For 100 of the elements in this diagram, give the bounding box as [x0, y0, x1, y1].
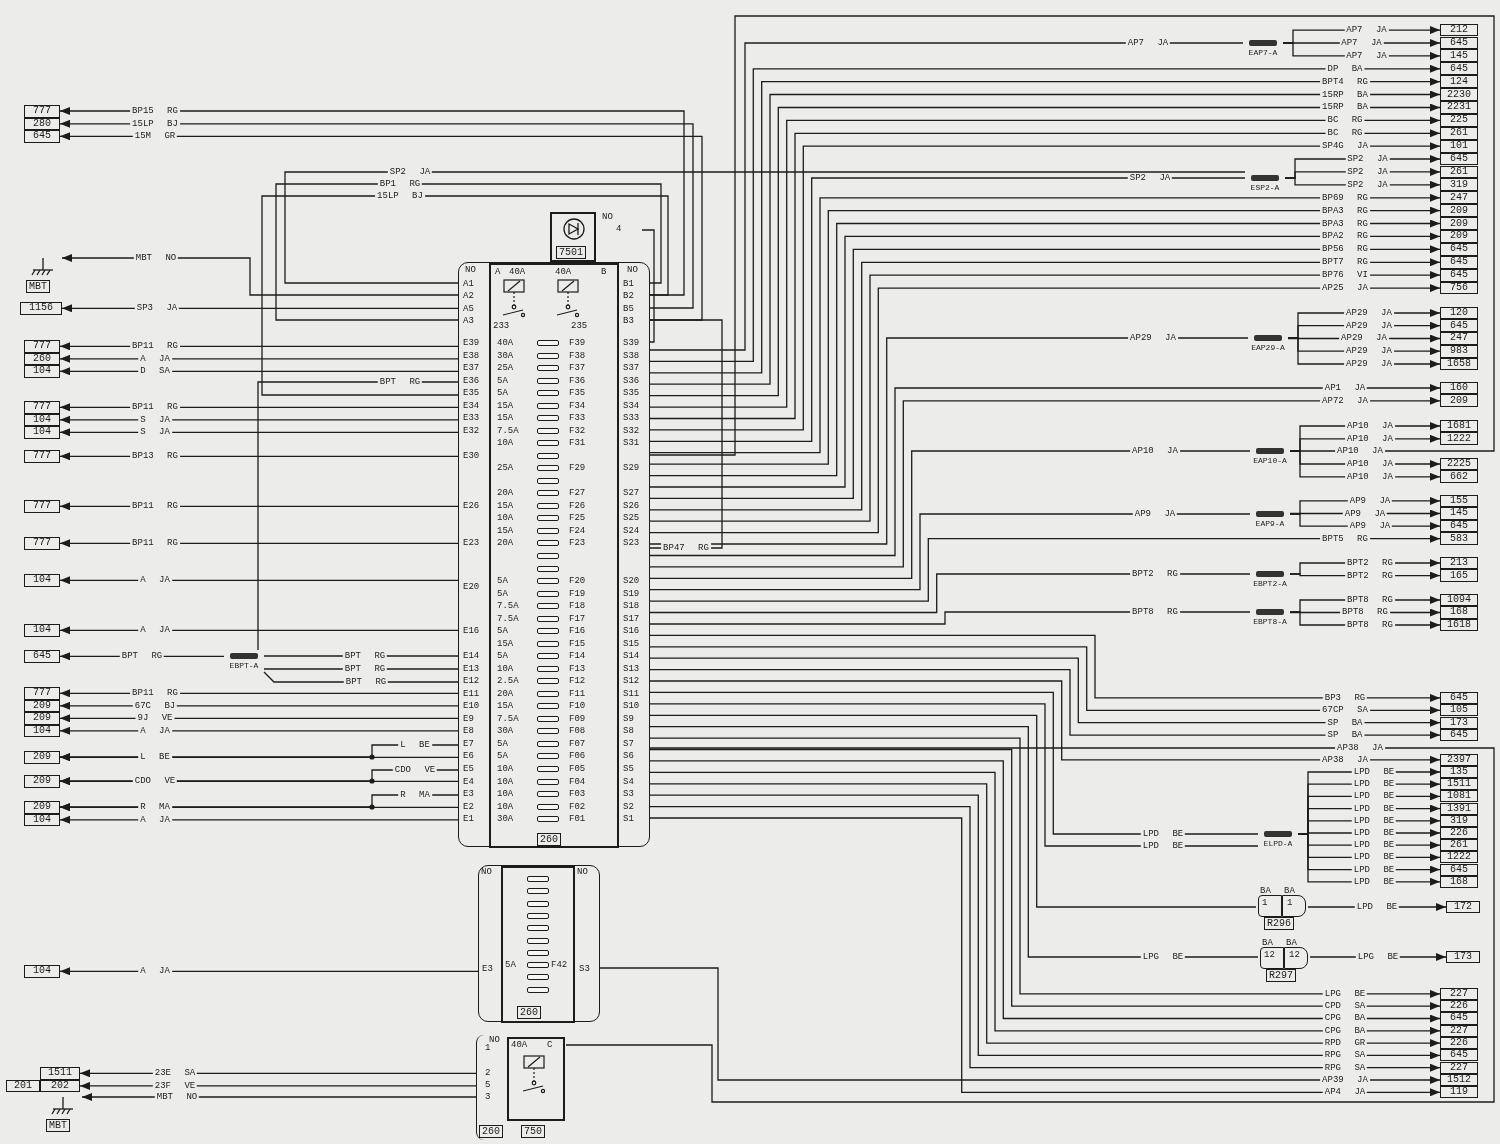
wire-label: A JA [138, 814, 172, 825]
fuse-label: F16 [569, 626, 586, 637]
wire-label: SP2 JA [1345, 166, 1390, 177]
pin-label: S37 [623, 363, 640, 374]
fuse-rating: 10A [497, 776, 514, 787]
wire-label: BPA3 RG [1320, 218, 1370, 229]
fuse-box [478, 865, 600, 1022]
pin-label: S4 [623, 776, 634, 787]
wire [649, 657, 1441, 727]
wire-label: BP47 RG [661, 543, 711, 553]
pin-label: E6 [463, 751, 474, 762]
fuse-rating: 10A [497, 764, 514, 774]
wire-label: AP10 JA [1345, 421, 1395, 431]
fuse-rating: 20A [497, 488, 514, 499]
box-number: 750 [521, 1125, 545, 1138]
reference-box: 777 [24, 687, 60, 700]
fuse-label: F26 [569, 500, 586, 511]
reference-box: 583 [1440, 532, 1478, 545]
fuse-rating: 10A [497, 438, 514, 449]
reference-box: 645 [1440, 1012, 1478, 1025]
reference-box: 104 [24, 965, 60, 978]
reference-box: 645 [1440, 1049, 1478, 1062]
reference-box: 104 [24, 574, 60, 587]
pin-label: S3 [623, 789, 634, 800]
reference-box: 777 [24, 537, 60, 550]
wire [649, 177, 1246, 442]
wire-label: LPG BE [1322, 988, 1368, 999]
wire-label: BP1 RG [377, 179, 423, 189]
fuse-rating: 5A [497, 375, 508, 386]
wire [649, 691, 1259, 835]
reference-box: 104 [24, 426, 60, 439]
reference-box: 1511 [1440, 778, 1478, 791]
wire-label: RPG SA [1322, 1062, 1368, 1073]
reference-box: 155 [1440, 494, 1478, 508]
wire [649, 714, 1257, 908]
pin-label: E20 [463, 582, 480, 593]
pin-label: 1 [485, 1043, 491, 1053]
fuse-rating: 30A [497, 350, 514, 361]
wire [59, 777, 459, 786]
reference-box: 662 [1440, 470, 1478, 484]
pin-label: B1 [623, 279, 634, 289]
wire-label: BPT RG [343, 677, 389, 687]
pin-label: S20 [623, 576, 640, 587]
fuse-rating: 40A [497, 338, 514, 348]
pin-label: NO [465, 265, 476, 275]
pin-label: E37 [463, 363, 480, 374]
splice-label: EAP29-A [1250, 343, 1286, 353]
box-number: 260 [479, 1125, 503, 1138]
wire [649, 680, 1441, 764]
pin-label: E13 [463, 663, 480, 674]
wire [649, 534, 1441, 602]
reference-box: 212 [1440, 23, 1478, 37]
reference-box: 645 [1440, 62, 1478, 76]
splice-label: EBPT-A [228, 661, 260, 671]
wire [649, 611, 1251, 625]
reference-box: 645 [1440, 863, 1478, 876]
wire-label: LPD BE [1140, 841, 1186, 851]
wire-label: AP10 JA [1335, 446, 1385, 456]
reference-box: 1081 [1440, 790, 1478, 803]
pin-label: A5 [463, 304, 474, 314]
fuse-label: F18 [569, 601, 586, 612]
fuse-rating: 7.5A [497, 601, 519, 612]
fuse-rating: 40A [511, 1040, 528, 1050]
wire-label: A JA [138, 725, 172, 736]
pin-label: S9 [623, 713, 634, 724]
wire-label: LPD BE [1351, 803, 1397, 814]
wire-label: BPT2 RG [1130, 569, 1180, 579]
reference-box: 261 [1440, 839, 1478, 852]
fuse-rating: 5A [497, 651, 508, 662]
reference-box: 201 [6, 1079, 40, 1093]
wire-label: CDO VE [392, 765, 438, 775]
pin-label: S38 [623, 350, 640, 361]
pin-label: E4 [463, 776, 474, 787]
wire-label: BPT8 RG [1345, 619, 1395, 630]
pin-label: B5 [623, 304, 634, 314]
wire-label: LPD BE [1351, 815, 1397, 826]
wire-label: BPT8 RG [1345, 594, 1395, 605]
reference-box: 777 [24, 450, 60, 463]
wire-label: AP9 JA [1342, 508, 1388, 519]
wire-label: AP29 JA [1344, 307, 1394, 318]
reference-box: 209 [24, 751, 60, 764]
reference-box: 173 [1446, 950, 1480, 964]
pin-label: E3 [482, 964, 493, 974]
fuse-rating: 5A [505, 960, 516, 970]
reference-box: 209 [24, 775, 60, 788]
reference-box: 1156 [20, 302, 62, 315]
fuse-rating: 10A [497, 789, 514, 800]
fuse-label: F29 [569, 463, 586, 474]
reference-box: 645 [1440, 36, 1478, 50]
reference-box: 209 [24, 712, 60, 725]
reference-box: 1511 [40, 1067, 80, 1080]
wire [649, 513, 1251, 591]
pin-label: A2 [463, 291, 474, 301]
reference-box: 261 [1440, 165, 1478, 179]
wire [59, 701, 459, 710]
pin-label: E10 [463, 701, 480, 712]
fuse-label: F20 [569, 576, 586, 587]
reference-box: 209 [24, 801, 60, 814]
pin-label: S6 [623, 751, 634, 762]
fuse-rating: 40A [555, 267, 572, 277]
